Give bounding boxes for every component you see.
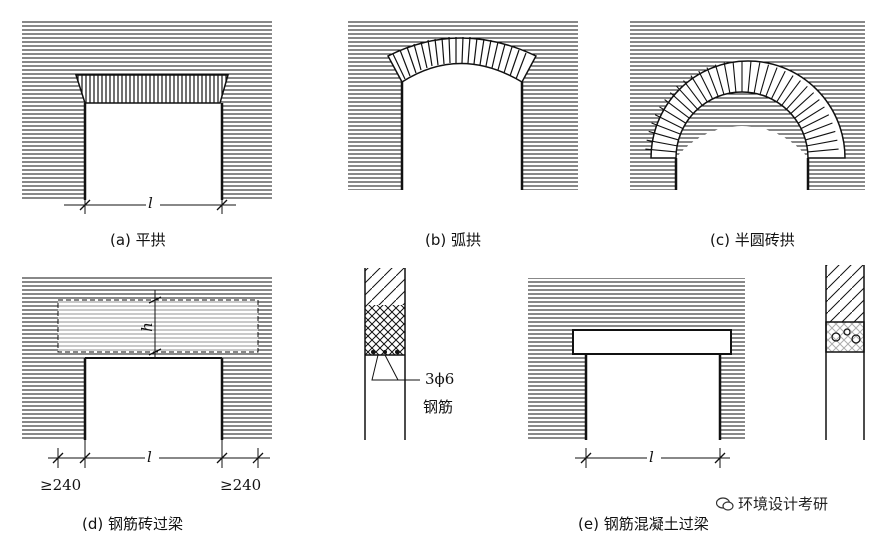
height-label-d: h: [137, 322, 156, 332]
figure-c-semicircular-arch: [630, 20, 865, 190]
figure-d-reinforced-brick-lintel: [22, 275, 272, 468]
figure-d-section: [364, 268, 420, 440]
watermark-text: 环境设计考研: [738, 495, 829, 513]
caption-flat-arch: (a) 平拱: [110, 231, 166, 249]
figure-b-segmental-arch: [348, 20, 578, 190]
span-label-a: l: [148, 194, 153, 212]
rebar-label: 钢筋: [423, 398, 454, 416]
caption-semicircular-arch: (c) 半圆砖拱: [710, 231, 795, 249]
figure-e-rc-lintel: [528, 278, 745, 468]
lintel-zone-dashed: [57, 299, 259, 353]
span-label-e: l: [649, 448, 654, 466]
caption-reinforced-brick-lintel: (d) 钢筋砖过梁: [82, 515, 183, 533]
wechat-icon: [716, 497, 734, 511]
rebar-spec: 3ϕ6: [425, 370, 455, 388]
figure-a-flat-arch: [22, 20, 272, 214]
span-label-d: l: [147, 448, 152, 466]
caption-rc-lintel: (e) 钢筋混凝土过梁: [578, 515, 709, 533]
rc-beam: [572, 329, 732, 355]
min-bearing-left: ≥240: [40, 476, 82, 494]
min-bearing-right: ≥240: [220, 476, 262, 494]
caption-segmental-arch: (b) 弧拱: [425, 231, 481, 249]
figure-e-section: [825, 265, 865, 440]
watermark: 环境设计考研: [716, 493, 828, 514]
